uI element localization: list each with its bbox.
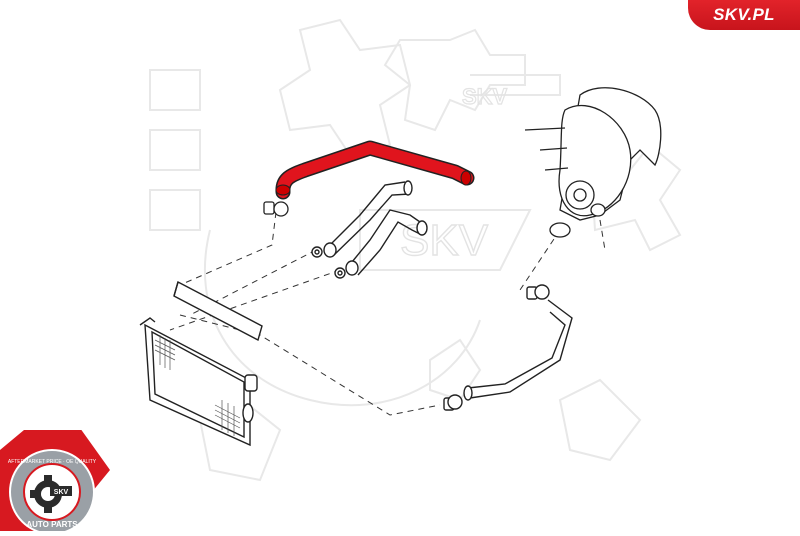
- engine-block[interactable]: [524, 87, 662, 238]
- highlighted-hose[interactable]: [275, 140, 475, 200]
- lower-s-hose[interactable]: [334, 209, 428, 279]
- badge-top-text: AFTERMARKET PRICE · OE QUALITY: [8, 459, 97, 465]
- watermark: [149, 18, 682, 482]
- leader-lines: [169, 211, 606, 416]
- upper-s-hose[interactable]: [311, 180, 413, 258]
- clamp-upper: [263, 201, 289, 217]
- watermark-text-center: SKV: [400, 216, 489, 265]
- badge-bottom-text: AUTO PARTS: [26, 520, 78, 529]
- skv-auto-parts-badge: SKV AFTERMARKET PRICE · OE QUALITY AUTO …: [0, 400, 110, 535]
- watermark-text-top: SKV: [462, 84, 508, 109]
- heater-seal[interactable]: [173, 280, 263, 342]
- return-hose[interactable]: [443, 284, 573, 411]
- badge-center-text: SKV: [54, 489, 69, 496]
- heater-core[interactable]: [139, 317, 258, 447]
- brand-logo-tab[interactable]: SKV.PL: [688, 0, 800, 30]
- badge-center-plate: [50, 486, 72, 496]
